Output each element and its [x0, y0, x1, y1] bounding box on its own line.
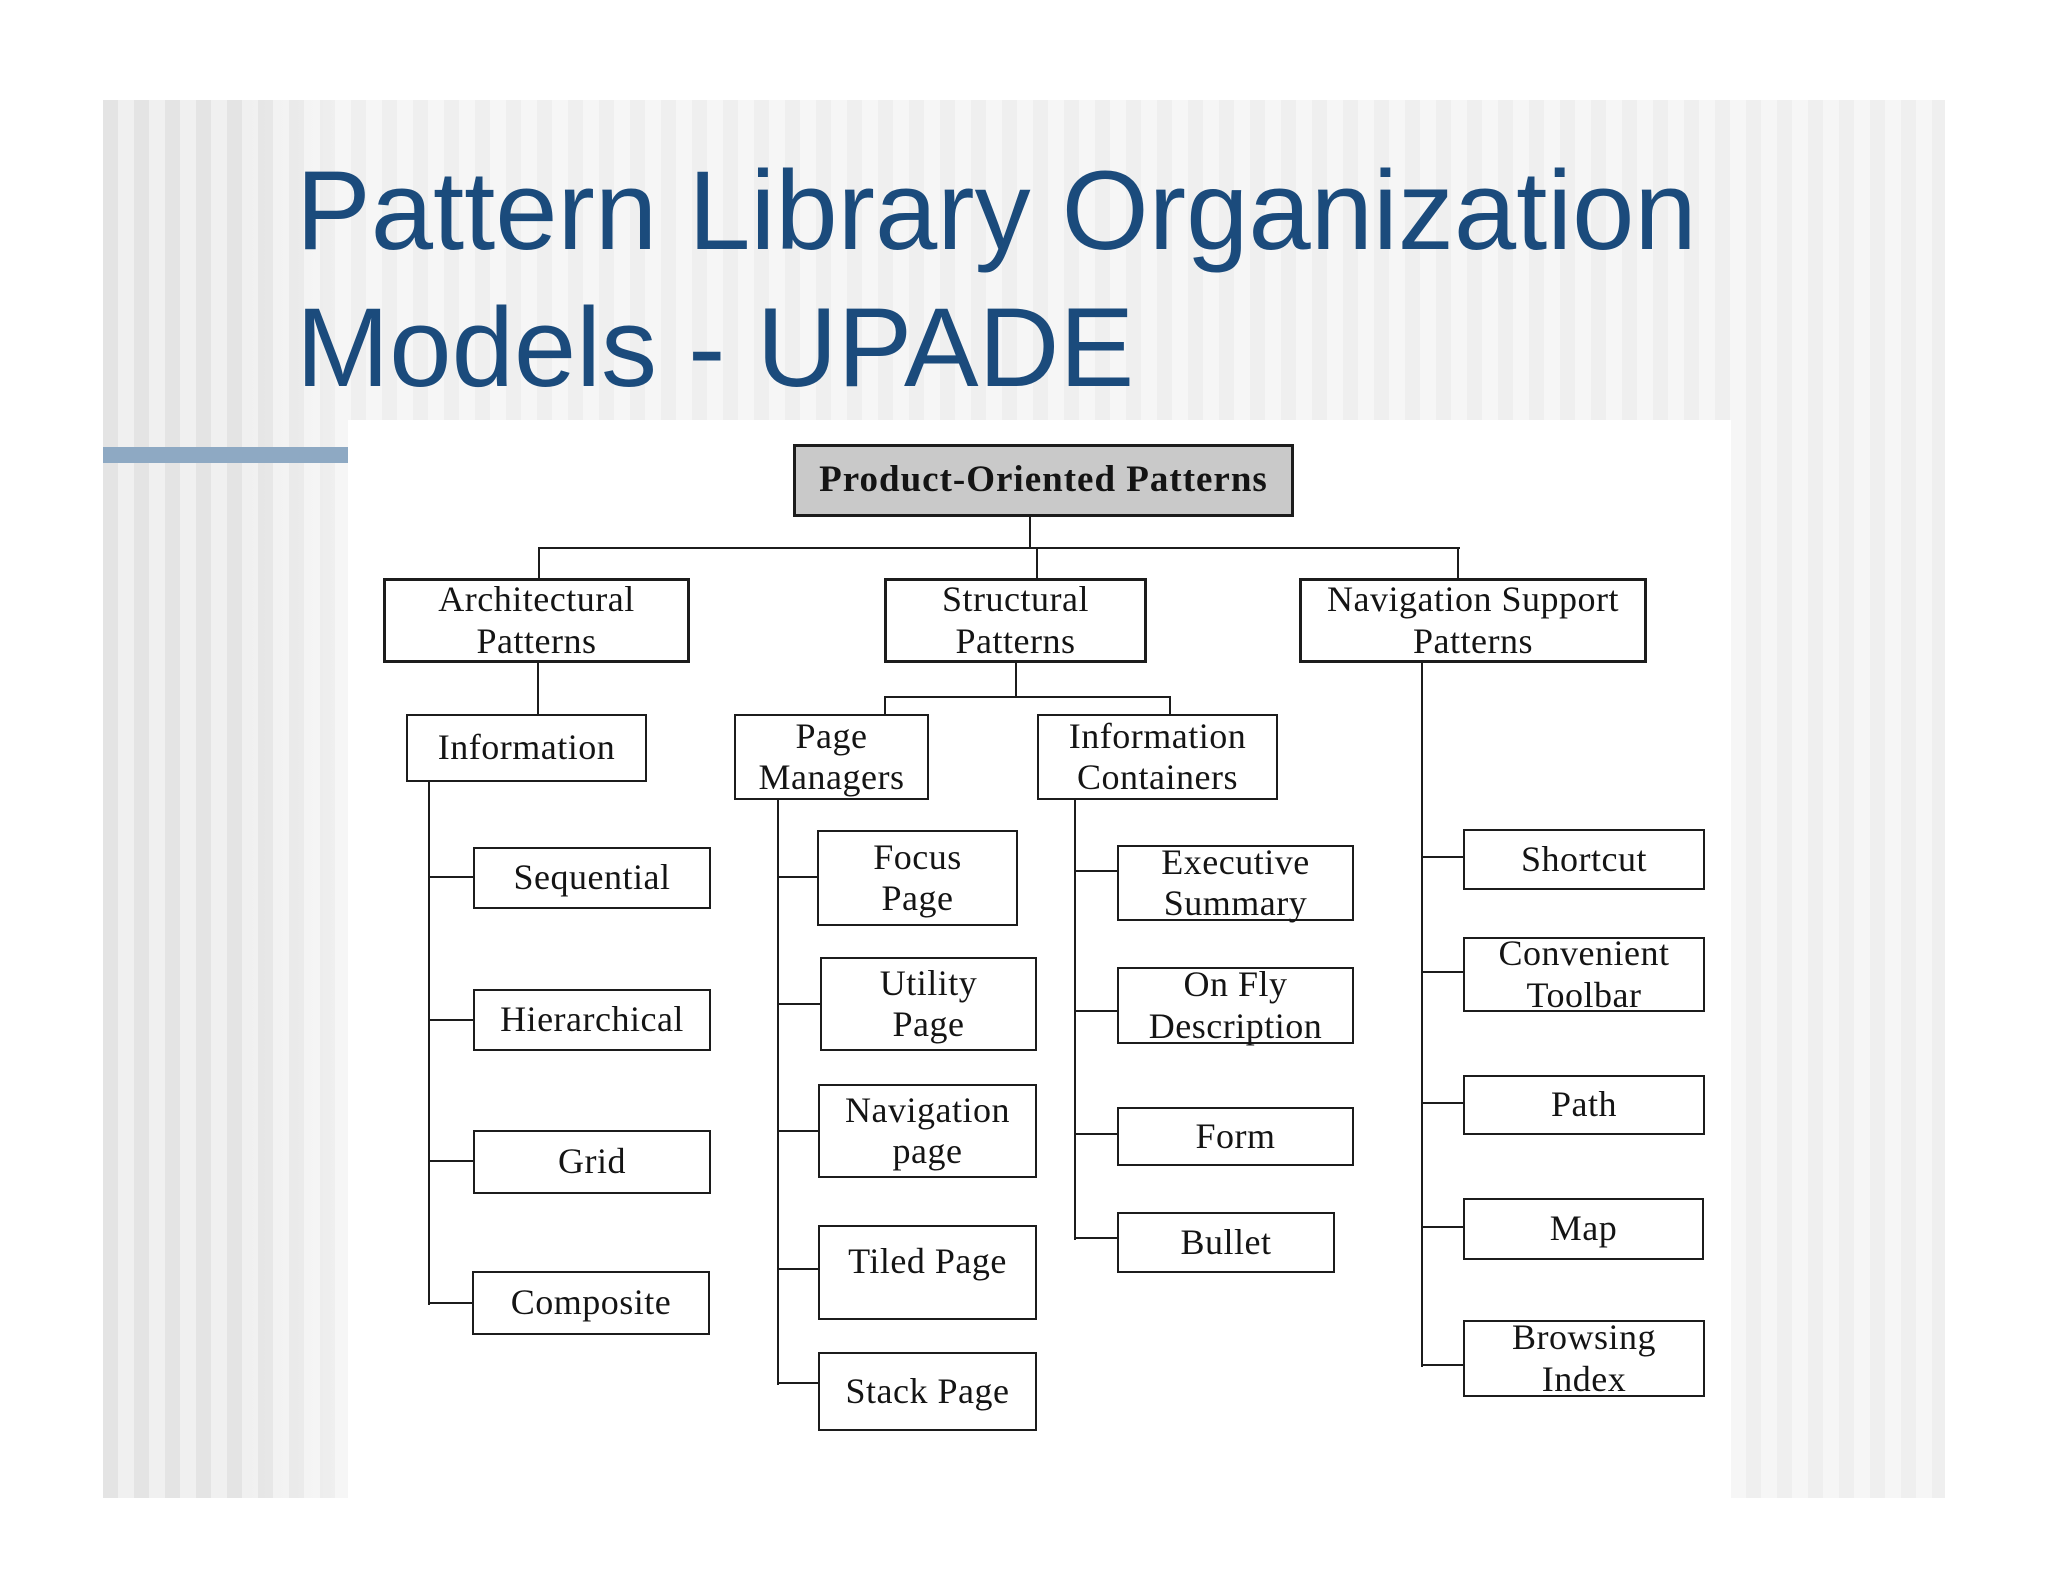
- connector-line: [1015, 663, 1017, 696]
- node-box-bullet: Bullet: [1117, 1212, 1335, 1273]
- node-box-focus-page: Focus Page: [817, 830, 1018, 926]
- connector-line: [1074, 1010, 1118, 1012]
- node-box-utility-page: Utility Page: [820, 957, 1037, 1051]
- connector-line: [428, 876, 474, 878]
- node-box-stack-page: Stack Page: [818, 1352, 1037, 1431]
- connector-line: [1074, 870, 1118, 872]
- connector-line: [777, 876, 818, 878]
- connector-line: [884, 696, 1171, 698]
- node-box-shortcut: Shortcut: [1463, 829, 1705, 890]
- connector-line: [777, 1003, 821, 1005]
- node-box-structural: Structural Patterns: [884, 578, 1147, 663]
- connector-line: [538, 547, 540, 578]
- connector-line: [884, 696, 886, 714]
- connector-line: [428, 782, 430, 1305]
- connector-line: [777, 1130, 819, 1132]
- title-accent-bar: [103, 447, 348, 463]
- connector-line: [1421, 1102, 1464, 1104]
- connector-line: [777, 1382, 819, 1384]
- slide-title-line1: Pattern Library Organization: [296, 148, 1697, 273]
- node-box-on-fly-description: On Fly Description: [1117, 964, 1354, 1046]
- node-box-hierarchical: Hierarchical: [473, 989, 711, 1051]
- connector-line: [537, 663, 539, 714]
- connector-line: [1421, 856, 1464, 858]
- node-box-grid: Grid: [473, 1130, 711, 1194]
- connector-line: [777, 800, 779, 1385]
- node-box-composite: Composite: [472, 1271, 710, 1335]
- connector-line: [1421, 1364, 1464, 1366]
- node-box-architectural: Architectural Patterns: [383, 578, 690, 663]
- connector-line: [1457, 547, 1459, 578]
- node-box-information-containers: Information Containers: [1037, 714, 1278, 800]
- slide-title-line2: Models - UPADE: [296, 284, 1135, 410]
- node-box-map: Map: [1463, 1198, 1704, 1260]
- node-box-convenient-toolbar: Convenient Toolbar: [1463, 933, 1705, 1015]
- connector-line: [777, 1268, 819, 1270]
- connector-line: [1169, 696, 1171, 714]
- connector-line: [1029, 517, 1031, 549]
- node-box-sequential: Sequential: [473, 847, 711, 909]
- node-box-executive-summary: Executive Summary: [1117, 842, 1354, 923]
- connector-line: [1421, 663, 1423, 1367]
- connector-line: [538, 547, 1460, 549]
- connector-line: [1036, 547, 1038, 578]
- connector-line: [1074, 800, 1076, 1240]
- connector-line: [428, 1019, 474, 1021]
- connector-line: [428, 1160, 474, 1162]
- connector-line: [1074, 1237, 1118, 1239]
- connector-line: [1421, 1226, 1464, 1228]
- node-box-path: Path: [1463, 1075, 1705, 1135]
- connector-line: [1074, 1133, 1118, 1135]
- node-box-form: Form: [1117, 1107, 1354, 1166]
- node-box-information: Information: [406, 714, 647, 782]
- connector-line: [428, 1302, 473, 1304]
- node-box-root: Product-Oriented Patterns: [793, 444, 1294, 517]
- node-box-navigation-support: Navigation Support Patterns: [1299, 578, 1647, 663]
- node-box-browsing-index: Browsing Index: [1463, 1317, 1705, 1399]
- node-box-tiled-page: Tiled Page: [818, 1225, 1037, 1320]
- connector-line: [1421, 971, 1464, 973]
- node-box-page-managers: Page Managers: [734, 714, 929, 800]
- node-box-navigation-page: Navigation page: [818, 1084, 1037, 1178]
